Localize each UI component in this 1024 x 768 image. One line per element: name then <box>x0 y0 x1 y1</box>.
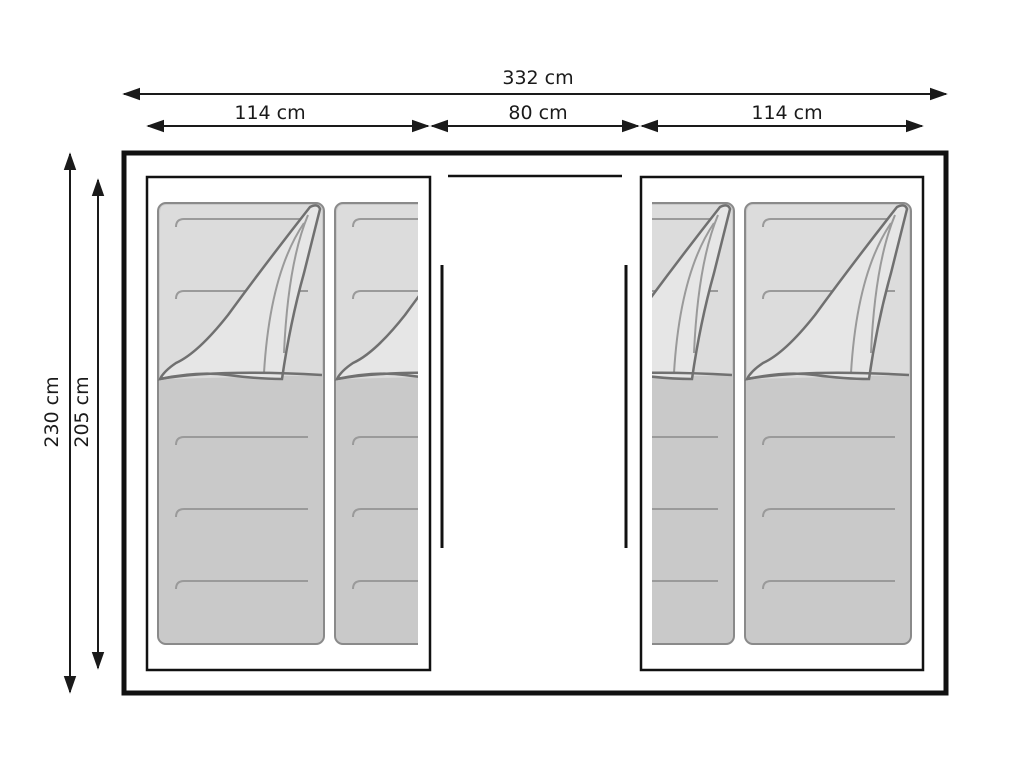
mattress-right-2 <box>743 201 913 646</box>
inner-height-dimension: 205 cm <box>71 178 105 670</box>
left-sleeping-cabin <box>145 175 444 672</box>
right-section-width-label: 114 cm <box>751 102 822 124</box>
mattress-left-1 <box>156 201 326 646</box>
outer-height-dimension: 230 cm <box>41 152 77 694</box>
left-cabin-outline <box>145 175 432 672</box>
center-section-width-dimension: 80 cm <box>430 102 640 133</box>
overall-width-label: 332 cm <box>502 67 573 89</box>
mattress-left-2 <box>333 201 418 646</box>
left-section-width-dimension: 114 cm <box>146 102 430 133</box>
outer-tent-outline <box>121 150 949 696</box>
outer-height-label: 230 cm <box>41 376 63 447</box>
right-cabin-outline <box>639 175 925 672</box>
center-section-width-label: 80 cm <box>508 102 567 124</box>
mattress-right-1 <box>652 201 736 646</box>
left-section-width-label: 114 cm <box>234 102 305 124</box>
right-section-width-dimension: 114 cm <box>640 102 924 133</box>
overall-width-dimension: 332 cm <box>122 67 948 101</box>
right-sleeping-cabin <box>624 175 925 672</box>
inner-height-label: 205 cm <box>71 376 93 447</box>
